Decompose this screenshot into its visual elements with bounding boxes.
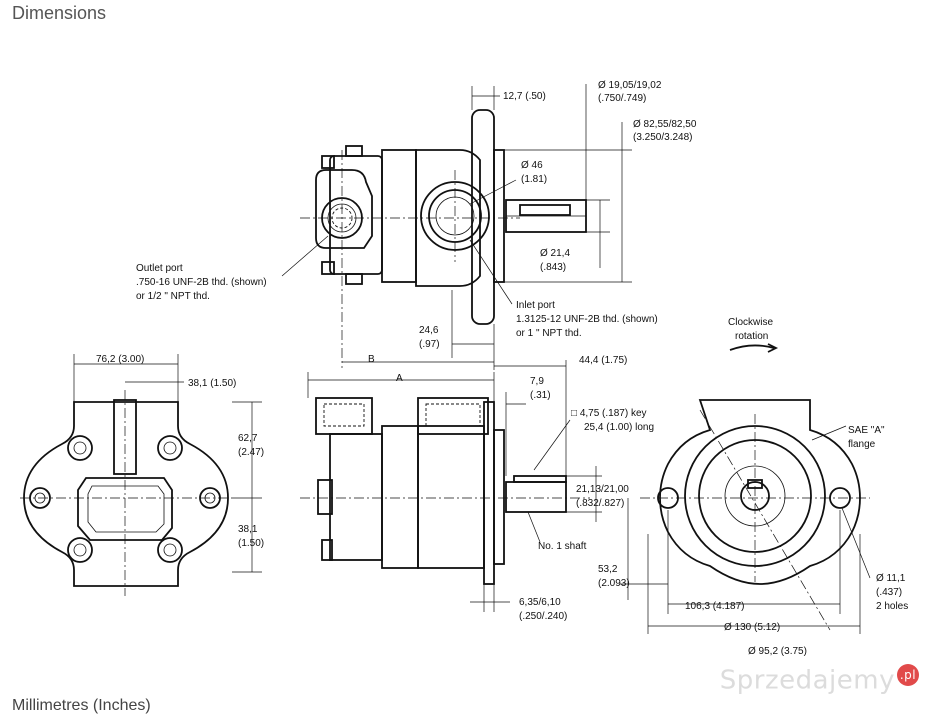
label-flange-gap-in: (.250/.240) — [519, 611, 567, 622]
mounting-flange — [471, 109, 495, 325]
label-hole-spacing: 106,3 (4.187) — [685, 601, 745, 612]
label-half-width: 38,1 (1.50) — [188, 378, 236, 389]
label-height-lower: 38,1 — [238, 524, 258, 535]
label-center-height: 53,2 — [598, 564, 618, 575]
label-hole-dia: Ø 11,1 — [876, 573, 906, 584]
label-flange-gap: 6,35/6,10 — [519, 597, 561, 608]
label-dim-b: B — [368, 354, 375, 365]
label-shaft-dia-2: Ø 21,4 — [540, 248, 570, 259]
label-shaft-dia-2-in: (.843) — [540, 262, 566, 273]
label-rotation-2: rotation — [735, 331, 768, 342]
side-flange — [483, 401, 495, 585]
dimension-labels: 12,7 (.50) Ø 19,05/19,02 (.750/.749) Ø 8… — [96, 80, 908, 657]
watermark-text: Sprzedajemy — [719, 665, 895, 696]
middle-view — [300, 360, 602, 612]
label-pilot-dia-1: Ø 82,55/82,50 — [633, 119, 697, 130]
label-height-upper: 62,7 — [238, 433, 258, 444]
label-outlet-port-3: or 1/2 " NPT thd. — [136, 291, 210, 302]
rear-flange-outline — [23, 401, 229, 587]
left-view — [20, 354, 262, 596]
label-key-1: □ 4,75 (.187) key — [571, 408, 647, 419]
label-rotation-1: Clockwise — [728, 317, 773, 328]
label-shaft-dia-1-in: (.750/.749) — [598, 93, 646, 104]
label-inlet-dia: Ø 46 — [521, 160, 543, 171]
label-pilot-dia-1-in: (3.250/3.248) — [633, 132, 693, 143]
top-view — [281, 84, 632, 370]
label-bolt-circle: Ø 95,2 (3.75) — [748, 646, 807, 657]
side-shaft — [505, 481, 567, 513]
label-inlet-port-1: Inlet port — [516, 300, 555, 311]
label-height-upper-in: (2.47) — [238, 447, 264, 458]
watermark: Sprzedajemy.pl — [720, 664, 919, 696]
right-view — [620, 343, 871, 634]
side-rear-body — [329, 433, 383, 561]
label-outlet-port-1: Outlet port — [136, 263, 183, 274]
label-offset-in: (.97) — [419, 339, 440, 350]
label-hole-count: 2 holes — [876, 601, 908, 612]
watermark-badge: .pl — [897, 664, 919, 686]
label-height-lower-in: (1.50) — [238, 538, 264, 549]
side-middle-body — [381, 425, 419, 569]
page-title: Dimensions — [12, 3, 107, 23]
units-note: Millimetres (Inches) — [12, 697, 151, 714]
front-flange-outline — [659, 399, 861, 585]
label-inlet-port-2: 1.3125-12 UNF-2B thd. (shown) — [516, 314, 658, 325]
label-outlet-port-2: .750-16 UNF-2B thd. (shown) — [136, 277, 267, 288]
label-key-height: 21,13/21,00 — [576, 484, 629, 495]
label-dim-a: A — [396, 373, 403, 384]
label-key-height-in: (.832/.827) — [576, 498, 624, 509]
label-center-height-in: (2.093) — [598, 578, 630, 589]
label-inlet-dia-in: (1.81) — [521, 174, 547, 185]
side-front-body — [417, 425, 485, 569]
label-flange-2: flange — [848, 439, 876, 450]
label-key-offset: 7,9 — [530, 376, 544, 387]
label-flange-width: Ø 130 (5.12) — [724, 622, 780, 633]
label-key-offset-in: (.31) — [530, 390, 551, 401]
label-shaft-length: 44,4 (1.75) — [579, 355, 627, 366]
label-shaft-dia-1: Ø 19,05/19,02 — [598, 80, 662, 91]
label-inlet-port-3: or 1 " NPT thd. — [516, 328, 582, 339]
label-hole-dia-in: (.437) — [876, 587, 902, 598]
label-width-top: 76,2 (3.00) — [96, 354, 144, 365]
middle-body — [381, 149, 417, 283]
label-shaft: No. 1 shaft — [538, 541, 587, 552]
label-flange-thickness: 12,7 (.50) — [503, 91, 546, 102]
label-flange-1: SAE "A" — [848, 425, 885, 436]
label-key-2: 25,4 (1.00) long — [584, 422, 654, 433]
label-offset: 24,6 — [419, 325, 439, 336]
